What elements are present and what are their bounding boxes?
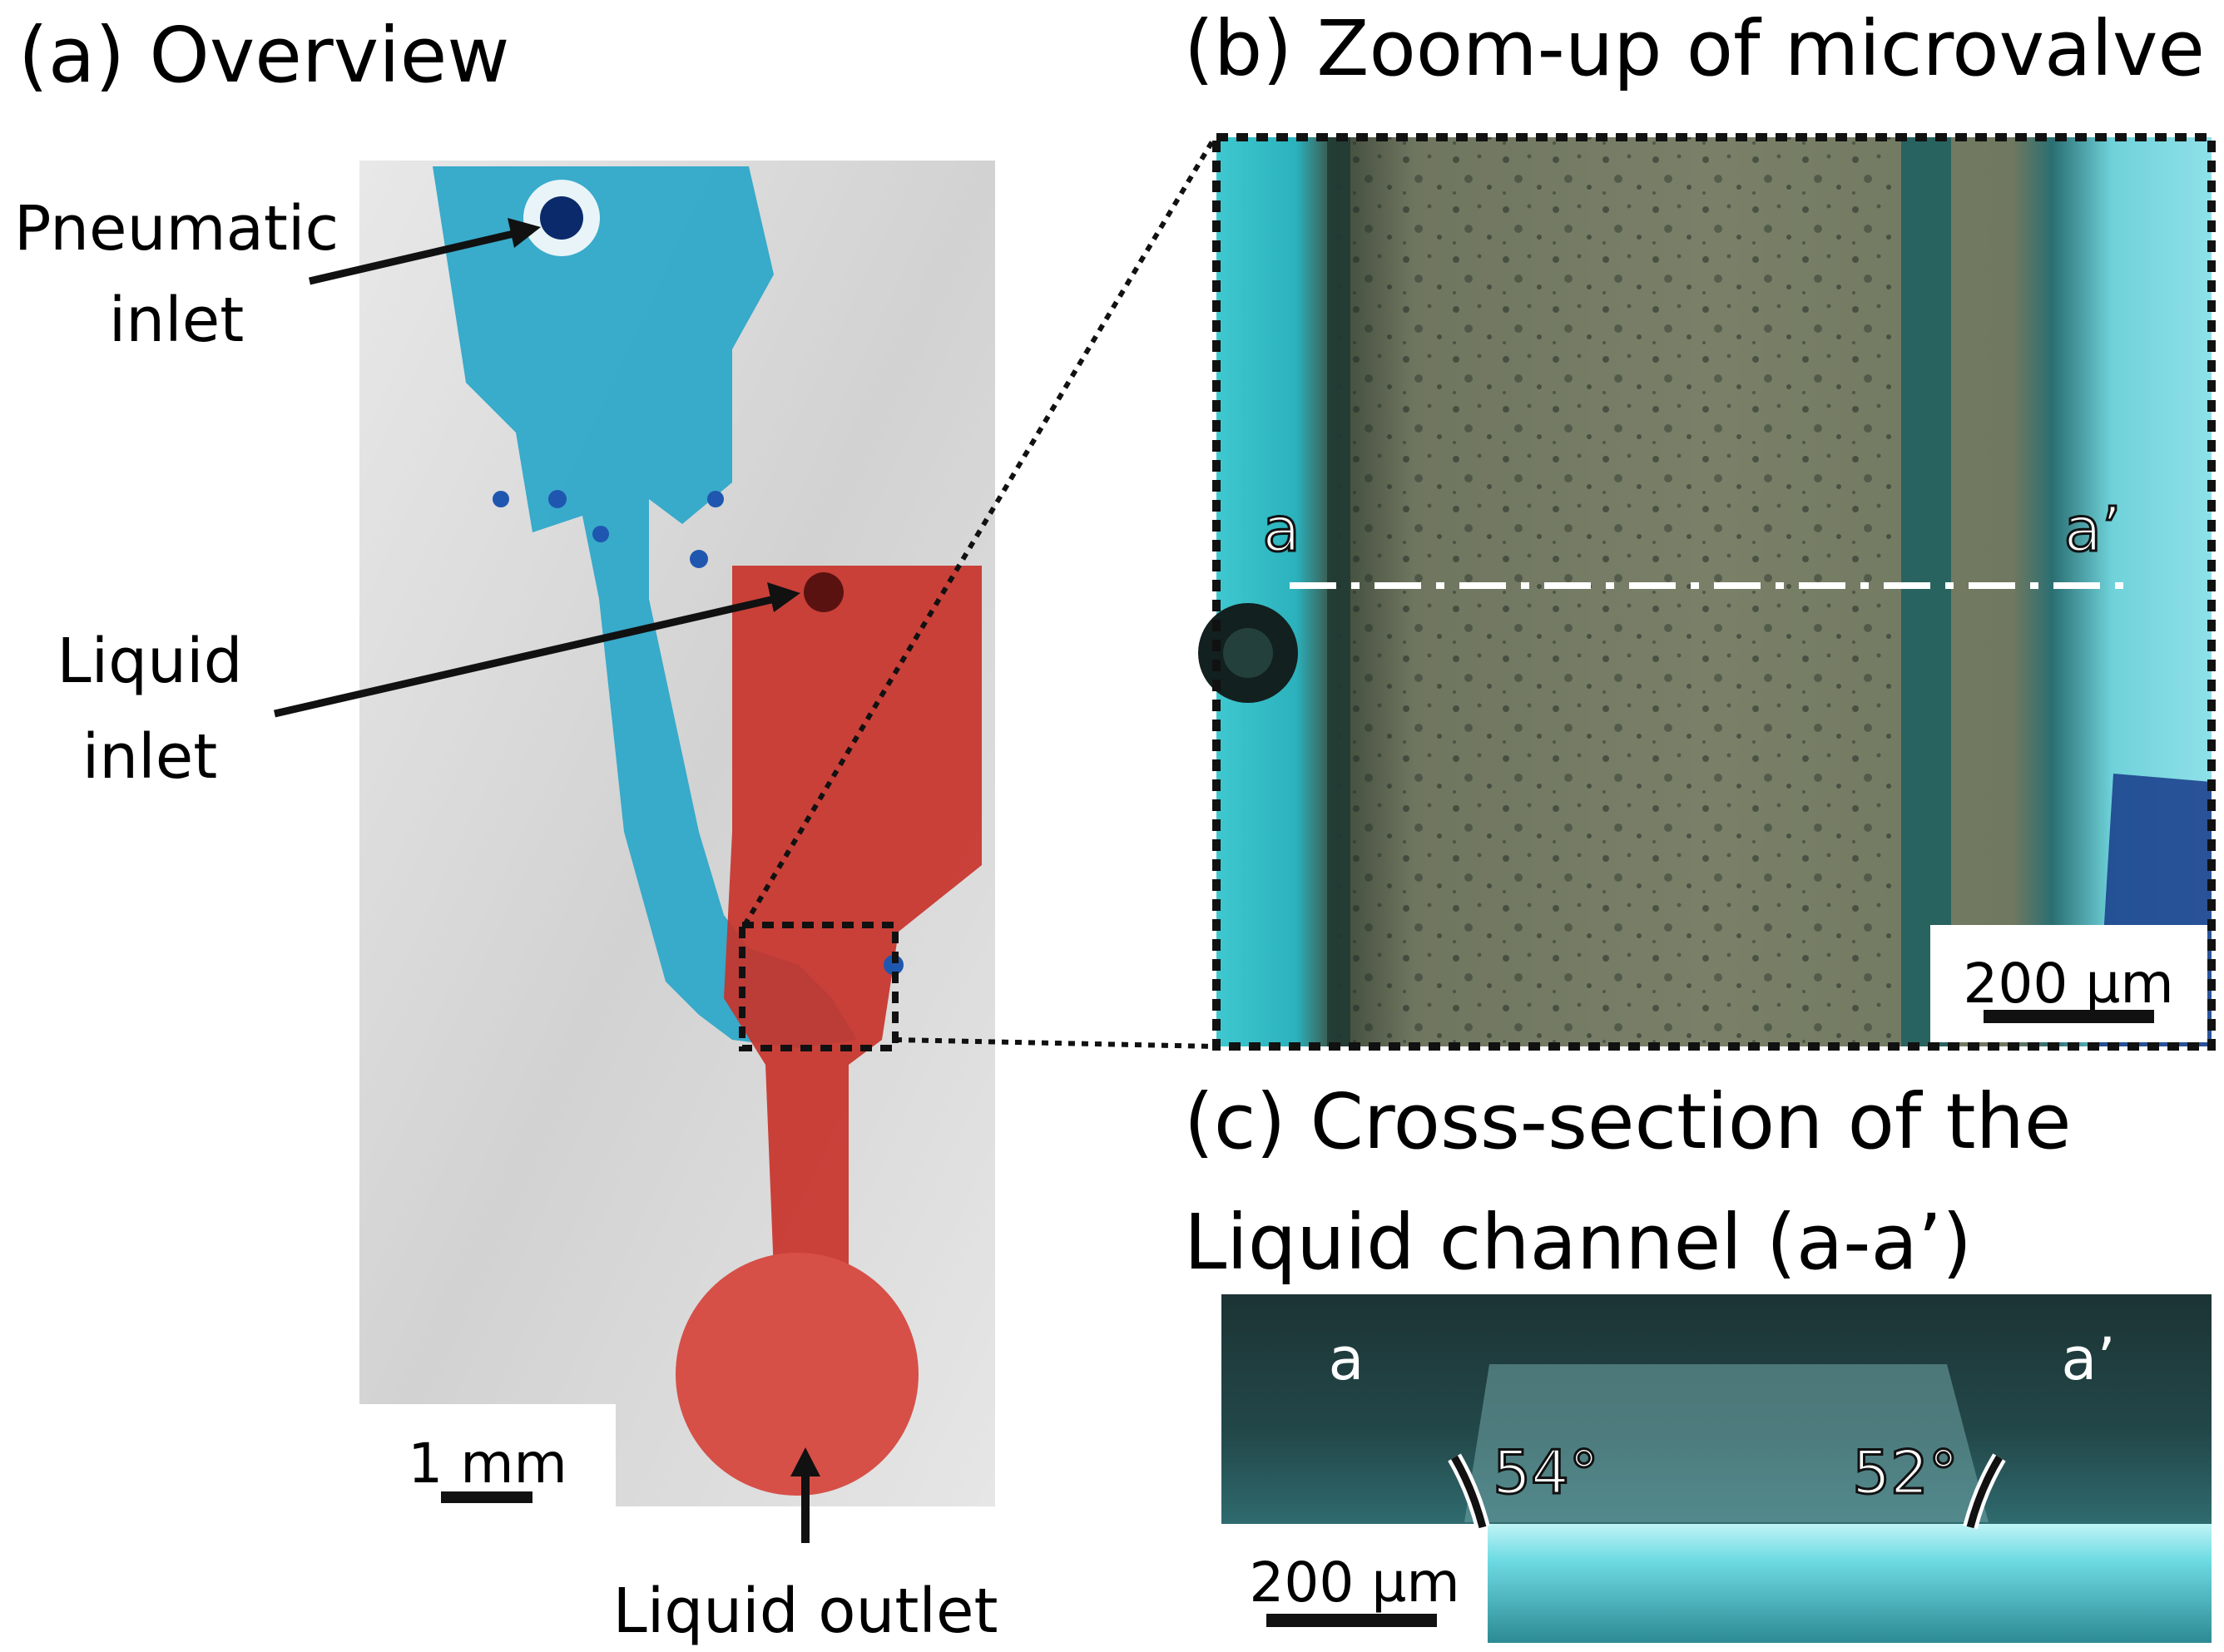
liquid-outlet-port [676,1253,919,1496]
cross-marker-a: a [1329,1325,1365,1393]
scale-bar-a-label: 1 mm [408,1432,567,1496]
zoom-frame [1212,133,2216,1051]
microvalve-zoom-image [1198,137,2212,1046]
liquid-inlet-label-line2: inlet [82,721,218,793]
pneumatic-inlet-label-line1: Pneumatic [14,193,339,265]
zoom-connector-top [742,136,1217,927]
scale-bar-c [1266,1614,1437,1627]
liquid-inlet-label-line1: Liquid [57,626,242,697]
liquid-channel [724,566,982,1273]
zoom-marker-a: a [1262,494,1300,566]
liquid-inlet-arrow [273,593,784,718]
angle-left-label: 54° [1493,1437,1599,1507]
pneumatic-channel [433,166,857,1048]
cross-section-image [1221,1294,2212,1643]
angle-right-label: 52° [1852,1437,1959,1507]
panel-b-title: (b) Zoom-up of microvalve [1184,4,2205,93]
zoom-selection-box [739,922,899,1051]
pneumatic-inlet-label-line2: inlet [109,284,245,356]
scale-bar-c-label: 200 µm [1249,1551,1459,1615]
scale-bar-a [441,1491,532,1503]
panel-c-title-line1: (c) Cross-section of the [1184,1077,2072,1166]
cross-marker-a-prime: a’ [2061,1325,2115,1393]
zoom-marker-a-prime: a’ [2064,494,2122,566]
zoom-connector-bottom [894,1037,1216,1049]
panel-c-title-line2: Liquid channel (a-a’) [1184,1198,1972,1287]
pneumatic-inlet-arrow [308,227,526,285]
scale-bar-b-label: 200 µm [1963,952,2173,1016]
liquid-inlet-port [804,572,844,612]
scale-bar-b [1984,1010,2154,1023]
overview-photo [359,161,995,1506]
liquid-outlet-label: Liquid outlet [612,1575,998,1647]
panel-a-title: (a) Overview [18,11,510,100]
